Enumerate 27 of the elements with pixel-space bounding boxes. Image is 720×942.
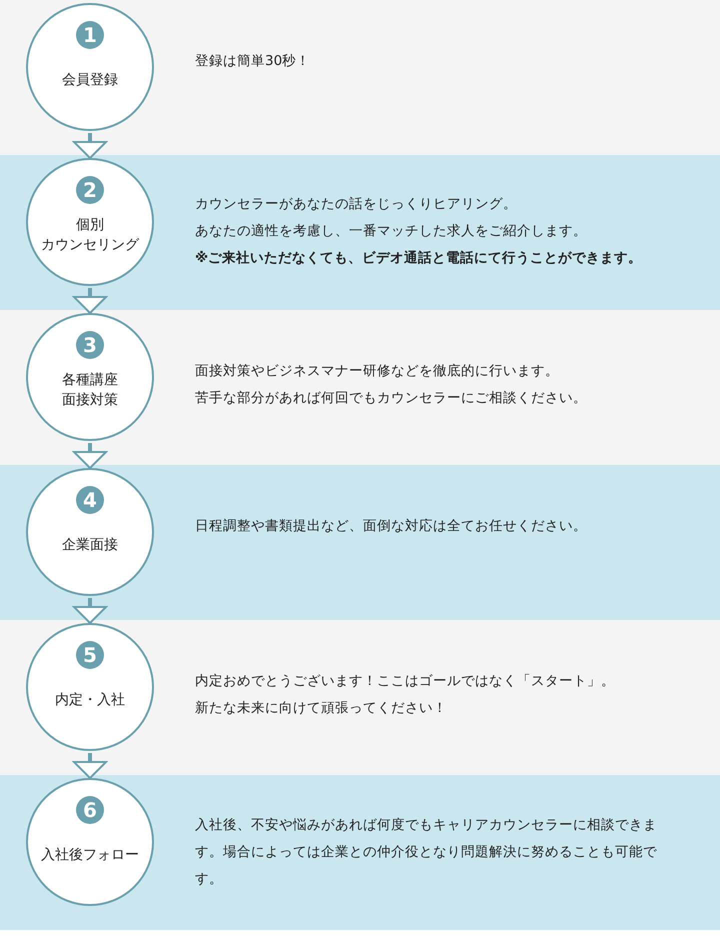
step-description: 内定おめでとうございます！ここはゴールではなく「スタート」。 xyxy=(195,672,616,691)
step-number: 1 xyxy=(76,21,104,49)
step-title: 各種講座面接対策 xyxy=(61,371,119,410)
step-title: 個別カウンセリング xyxy=(40,216,140,255)
arrow xyxy=(73,443,107,469)
step-description: 面接対策やビジネスマナー研修などを徹底的に行います。 xyxy=(195,362,560,381)
step-description: 新たな未来に向けて頑張ってください！ xyxy=(195,699,448,718)
step-number: 5 xyxy=(76,641,104,669)
step-number: 2 xyxy=(76,176,104,204)
step-title: 企業面接 xyxy=(61,536,119,555)
step-description: カウンセラーがあなたの話をじっくりヒアリング。 xyxy=(195,195,518,214)
step-title: 会員登録 xyxy=(61,71,119,90)
arrow xyxy=(73,133,107,159)
step-number: 6 xyxy=(76,796,104,824)
step-description: ※ご来社いただなくても、ビデオ通話と電話にて行うことができます。 xyxy=(195,249,644,268)
step-number: 3 xyxy=(76,331,104,359)
arrow xyxy=(73,598,107,624)
arrow xyxy=(73,753,107,779)
arrow xyxy=(73,288,107,314)
step-title: 内定・入社 xyxy=(54,691,126,710)
step-description: 登録は簡単30秒！ xyxy=(195,52,312,71)
step-description: あなたの適性を考慮し、一番マッチした求人をご紹介します。 xyxy=(195,222,588,241)
step-title: 入社後フォロー xyxy=(40,846,140,865)
step-description: 入社後、不安や悩みがあれば何度でもキャリアカウンセラーに相談できます。場合によっては企業との仲介役となり問題解決に努めることも可能です。 xyxy=(195,816,658,889)
step-description: 日程調整や書類提出など、面倒な対応は全てお任せください。 xyxy=(195,517,588,536)
step-description: 苦手な部分があれば何回でもカウンセラーにご相談ください。 xyxy=(195,389,588,408)
step-number: 4 xyxy=(76,486,104,514)
